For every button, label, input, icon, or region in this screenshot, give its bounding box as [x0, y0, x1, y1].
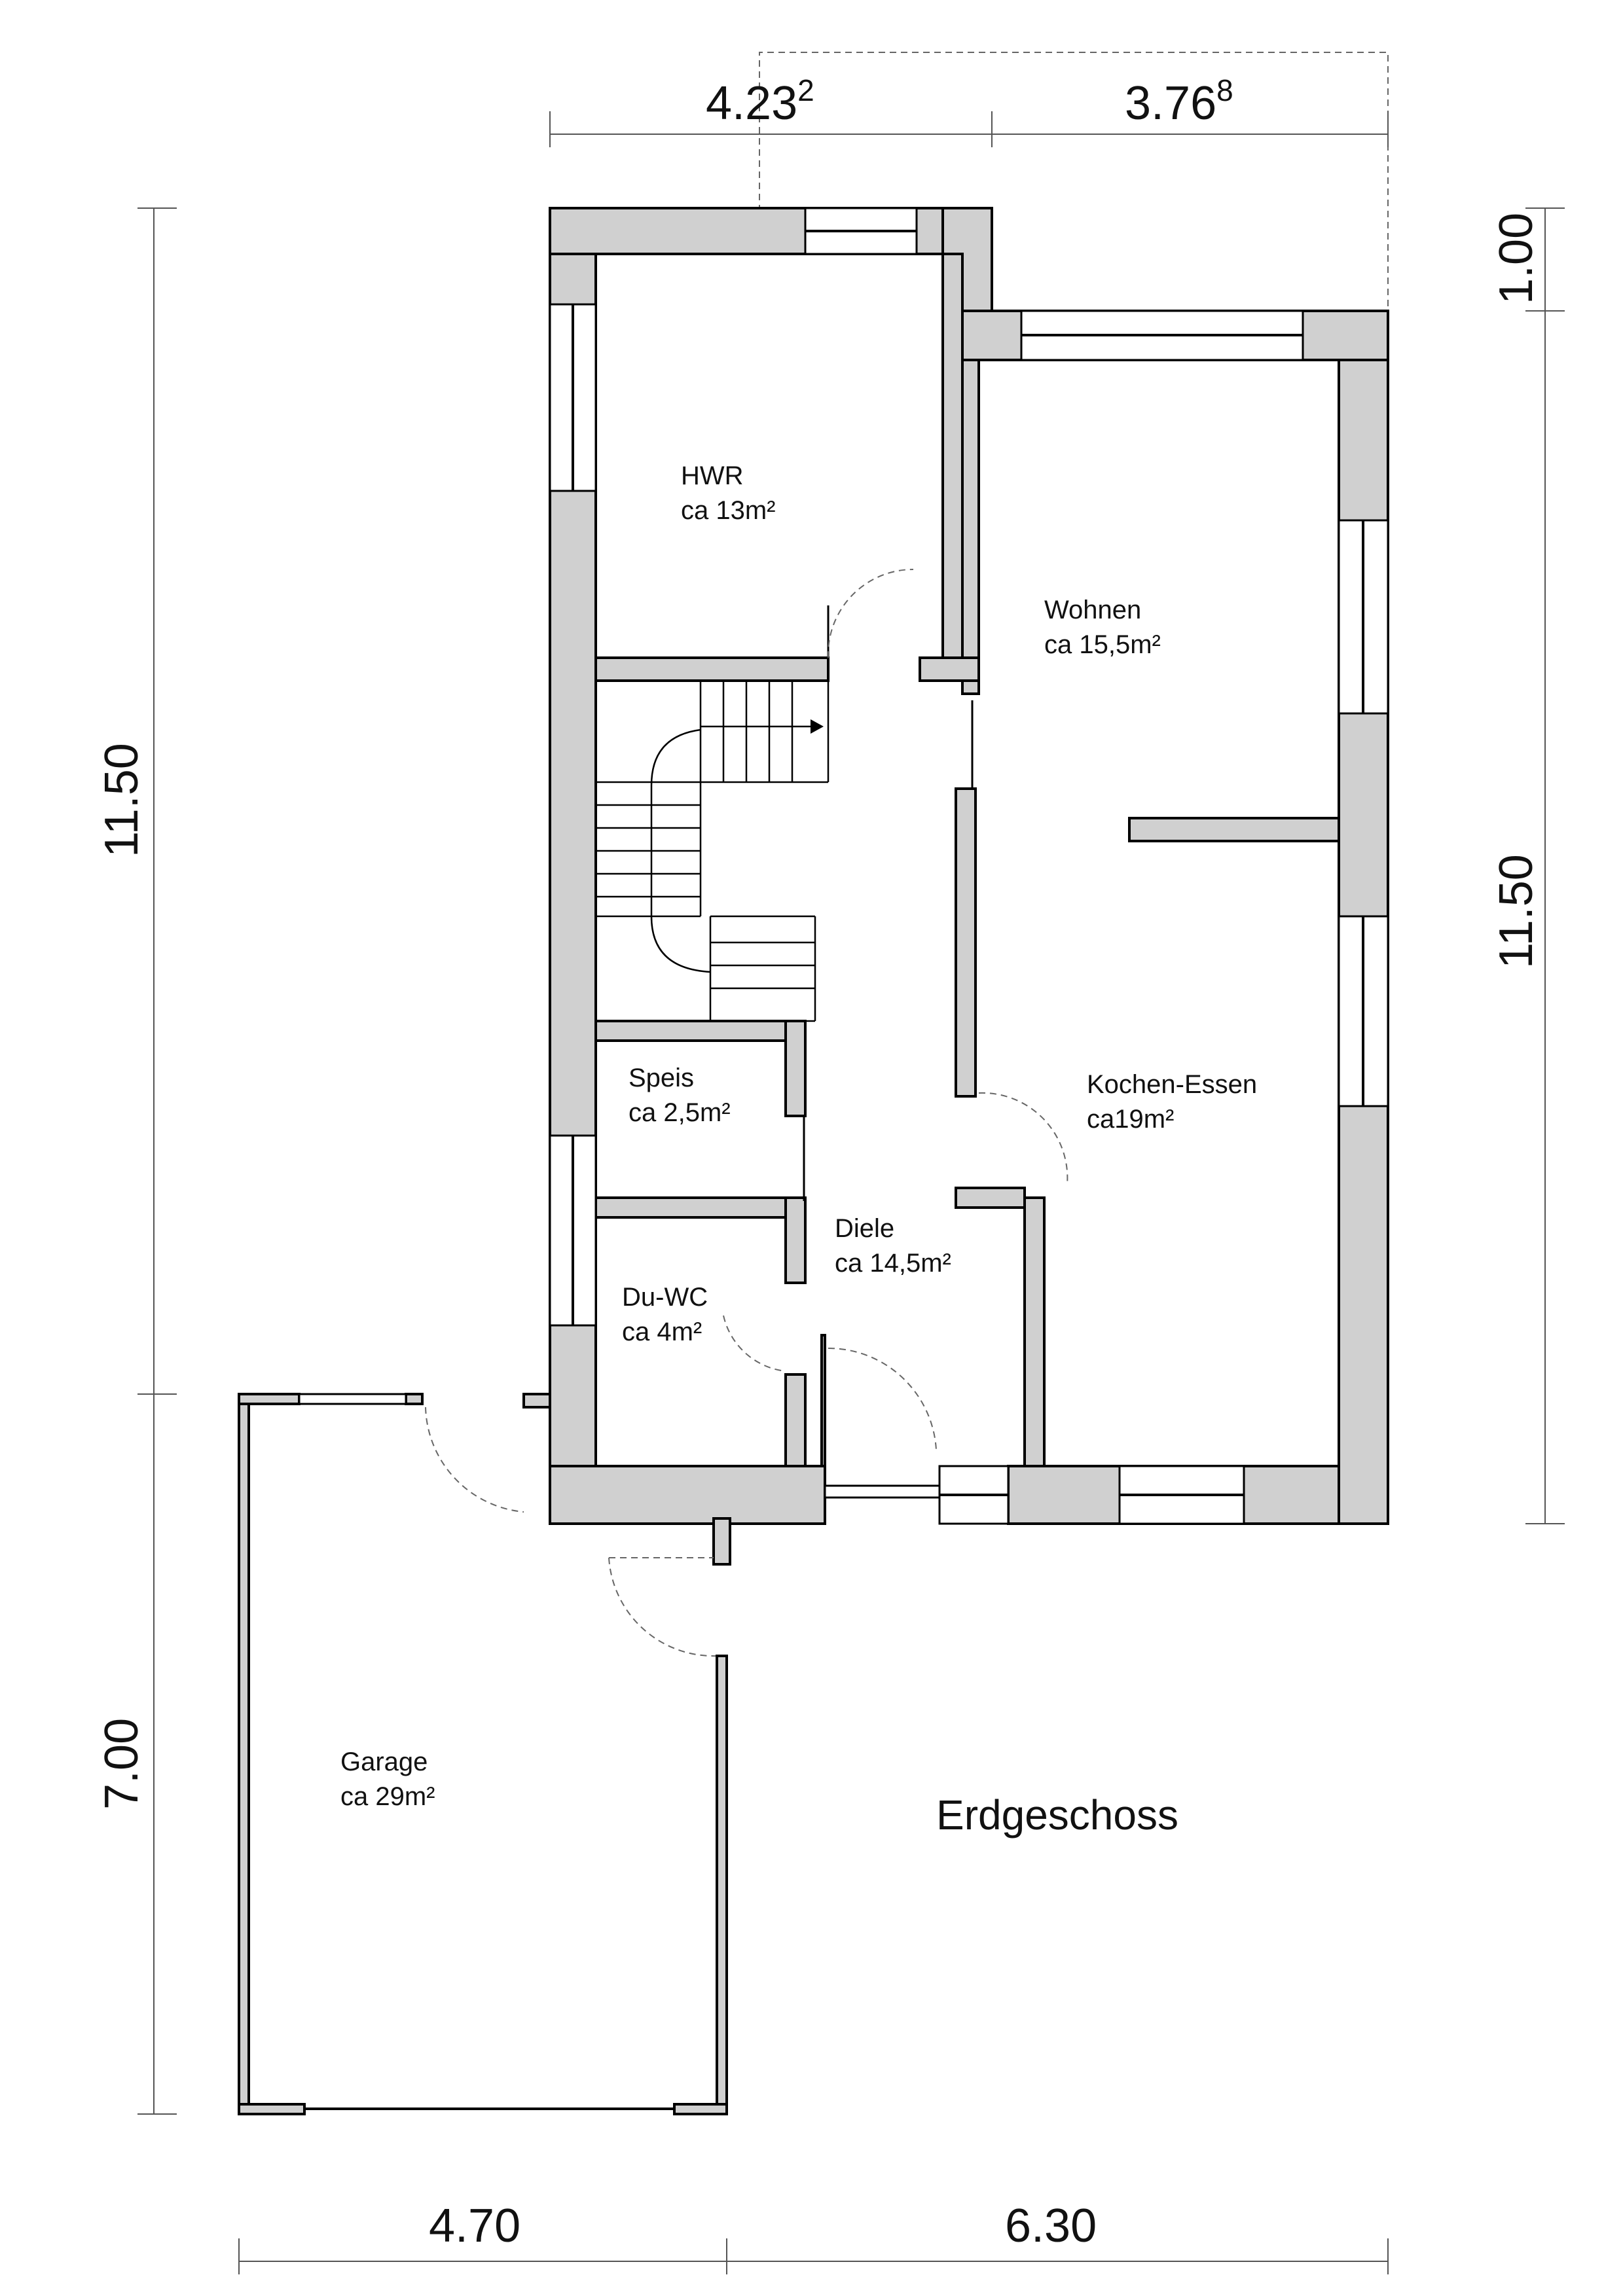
door-arc-kitchen: [978, 1092, 1068, 1185]
kitchen-door-stub: [955, 1187, 1026, 1209]
garage-north-wall-left: [238, 1393, 301, 1405]
room-area-wohnen: ca 15,5m²: [1044, 630, 1161, 659]
room-name-kochen: Kochen-Essen: [1087, 1070, 1257, 1099]
entrance-door-frame: [824, 1484, 941, 1499]
wohnen-west-wall: [961, 359, 980, 695]
speis-south-wall: [594, 1196, 807, 1219]
dim-right-offset: 1.00: [1490, 213, 1542, 304]
door-arc-entrance: [828, 1347, 937, 1450]
room-name-wohnen: Wohnen: [1044, 596, 1141, 624]
staircase: [596, 679, 830, 1022]
garage-north-window: [298, 1393, 407, 1405]
living-kitchen-divider: [1128, 817, 1340, 842]
stair-south-wall: [594, 1020, 807, 1042]
south-wall-west: [549, 1465, 826, 1525]
hwr-east-wall: [941, 253, 964, 664]
dim-bottom-left: 4.70: [429, 2200, 520, 2252]
garage-south-wall-left: [238, 2103, 306, 2115]
dim-bottom-right: 6.30: [1005, 2200, 1097, 2252]
garage-west-wall: [238, 1393, 250, 2115]
garage-walls: [238, 1393, 728, 2115]
wc-east-wall-bottom: [784, 1373, 807, 1467]
hwr-south-wall: [594, 656, 830, 682]
door-arc-wc: [723, 1315, 786, 1372]
garage-east-wall: [716, 1655, 728, 2115]
wc-east-wall-top: [784, 1196, 807, 1284]
door-arc-hwr: [827, 569, 914, 658]
north-wall-west: [549, 207, 993, 255]
room-area-hwr: ca 13m²: [681, 496, 776, 525]
room-area-duwc: ca 4m²: [622, 1318, 702, 1346]
room-area-diele: ca 14,5m²: [835, 1249, 951, 1278]
dimension-labels: 4.232 3.768 4.70 6.30 11.50 7.00 11.50 1…: [96, 73, 1542, 2252]
garage-south-wall-right: [673, 2103, 728, 2115]
door-arc-porch: [608, 1557, 718, 1657]
room-area-garage: ca 29m²: [340, 1782, 435, 1811]
dim-right-house: 11.50: [1490, 854, 1542, 969]
garage-door-post: [522, 1393, 551, 1408]
garage-north-stub: [405, 1393, 424, 1405]
kitchen-partition: [955, 787, 977, 1098]
speis-east-wall: [784, 1020, 807, 1117]
plan-title: Erdgeschoss: [936, 1791, 1178, 1839]
room-name-garage: Garage: [340, 1748, 428, 1776]
dim-left-house: 11.50: [96, 743, 148, 857]
house-walls: [549, 207, 1389, 1566]
wc-door-jamb: [820, 1334, 826, 1467]
dim-top-left: 4.232: [706, 73, 814, 130]
room-name-duwc: Du-WC: [622, 1283, 708, 1312]
dim-left-garage: 7.00: [96, 1718, 148, 1810]
dim-top-right: 3.768: [1125, 73, 1233, 130]
room-labels: HWR ca 13m² Wohnen ca 15,5m² Speis ca 2,…: [340, 461, 1257, 1811]
room-name-speis: Speis: [629, 1064, 694, 1092]
room-name-hwr: HWR: [681, 461, 744, 490]
kitchen-west-wall: [1023, 1196, 1046, 1467]
room-area-speis: ca 2,5m²: [629, 1098, 731, 1127]
room-area-kochen: ca19m²: [1087, 1105, 1174, 1134]
windows: [549, 207, 1389, 1525]
dimension-lines: [137, 111, 1565, 2274]
corner-stub: [919, 656, 980, 682]
room-name-diele: Diele: [835, 1214, 894, 1243]
upper-outline-dashed: [759, 52, 1389, 311]
door-swings: [425, 569, 1068, 1657]
door-arc-garage: [425, 1407, 524, 1513]
porch-post: [712, 1517, 731, 1566]
